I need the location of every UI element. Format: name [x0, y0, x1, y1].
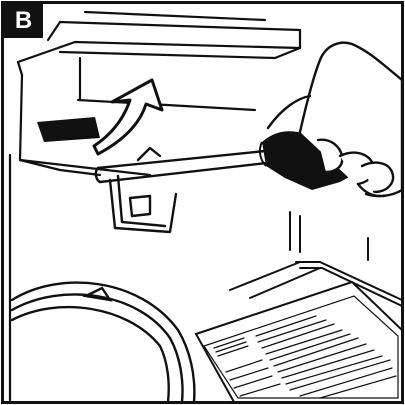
- pull-tab-icon: [37, 117, 100, 142]
- document-icon: [196, 282, 402, 402]
- up-arrow-icon: [94, 80, 162, 154]
- box-interior: [230, 212, 402, 306]
- spatula-tool: [96, 148, 275, 232]
- panel-label-badge: [3, 3, 43, 38]
- wheel-icon: [12, 283, 194, 402]
